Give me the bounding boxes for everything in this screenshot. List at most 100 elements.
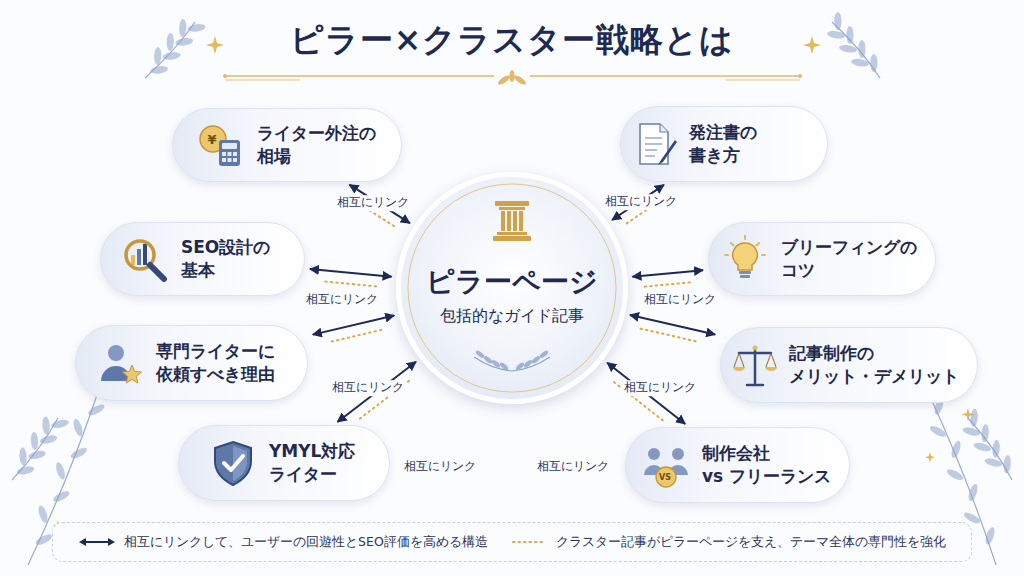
laurel	[474, 349, 550, 371]
leaf-stem	[145, 22, 195, 78]
vs-icon	[642, 441, 690, 489]
leaf	[187, 23, 206, 33]
text-wrap: 制作会社 vs フリーランス	[702, 442, 831, 488]
node-title: 発注書の 書き方	[689, 121, 757, 167]
leaf	[87, 402, 106, 417]
legend-text: 相互にリンクして、ユーザーの回遊性とSEO評価を高める構造	[124, 534, 488, 551]
text-wrap: ブリーフィングの コツ	[781, 236, 917, 282]
leaf	[984, 526, 997, 545]
leaf	[54, 461, 66, 480]
leaf	[42, 416, 50, 434]
shield-icon	[209, 439, 257, 487]
edge-label: 相互にリンク	[641, 292, 719, 308]
leaf	[150, 65, 169, 75]
leaf	[27, 449, 46, 460]
leaf	[846, 26, 853, 44]
icon-mark: VS	[659, 474, 671, 482]
person-icon	[96, 339, 144, 387]
leaf	[37, 504, 49, 523]
leaf	[16, 465, 35, 476]
leaf	[970, 409, 979, 428]
leaf	[39, 434, 58, 445]
cluster-box: ブリーフィングの コツ	[708, 222, 936, 296]
leaf-stem	[12, 418, 58, 480]
text-wrap: SEO設計の 基本	[181, 236, 270, 282]
leaf-stem	[968, 418, 1012, 480]
cluster-box: 記事制作の メリット・デメリット	[720, 327, 978, 403]
leaf	[72, 418, 84, 437]
leaf	[950, 440, 963, 459]
edge-label: 相互にリンク	[329, 380, 407, 396]
link-arrow	[313, 316, 394, 335]
leaf	[839, 44, 858, 54]
cluster-box: 専門ライターに 依頼すべき理由	[75, 325, 308, 401]
node-title: YMYL対応 ライター	[269, 440, 355, 486]
node-title: ライター外注の 相場	[257, 122, 376, 168]
coin-icon	[197, 121, 245, 169]
leaf	[851, 58, 870, 68]
edge-label: 相互にリンク	[334, 195, 412, 211]
leaf	[166, 33, 174, 51]
leaf	[154, 47, 162, 65]
bulb-icon	[721, 235, 769, 283]
leaf	[928, 424, 947, 439]
node-title: ピラーページ	[426, 264, 598, 300]
leaf	[973, 441, 992, 453]
node-title: 専門ライターに 依頼すべき理由	[156, 340, 275, 386]
leaf	[1003, 455, 1012, 474]
edge-label: 相互にリンク	[534, 459, 612, 475]
title-area: ピラー×クラスター戦略とは	[0, 18, 1024, 63]
text-wrap: 発注書の 書き方	[689, 121, 757, 167]
edge-label: 相互にリンク	[303, 292, 381, 308]
leaf	[50, 418, 69, 429]
leaf	[30, 432, 38, 450]
link-arrow	[310, 269, 392, 277]
seo-icon	[121, 235, 169, 283]
legend: 相互にリンクして、ユーザーの回遊性とSEO評価を高める構造 クラスター記事がピラー…	[52, 522, 972, 562]
legend-text: クラスター記事がピラーページを支え、テーマ全体の専門性を強化	[556, 534, 946, 551]
support-dotted-line	[332, 329, 385, 341]
edge-label: 相互にリンク	[602, 194, 680, 210]
edge-label: 相互にリンク	[401, 459, 479, 475]
text-wrap: ライター外注の 相場	[257, 122, 376, 168]
link-arrow	[630, 315, 715, 334]
scale-icon	[731, 341, 779, 389]
pillar-circle: ピラーページ包括的なガイド記事	[396, 172, 628, 404]
node-title: 制作会社 vs フリーランス	[702, 442, 831, 488]
support-dotted-line	[640, 329, 695, 342]
leaf	[962, 426, 981, 438]
node-title: ブリーフィングの コツ	[781, 236, 917, 282]
title-ornament	[223, 70, 802, 86]
legend-sample	[78, 536, 116, 548]
leaf	[870, 54, 877, 72]
node-subtitle: 包括的なガイド記事	[426, 304, 598, 328]
leaf-branches	[12, 12, 1012, 565]
cluster-box: ライター外注の 相場	[172, 108, 402, 182]
icon-mark: ¥	[207, 133, 216, 146]
cluster-box: YMYL対応 ライター	[178, 425, 390, 501]
gold-ring	[408, 184, 616, 392]
legend-item: クラスター記事がピラーページを支え、テーマ全体の専門性を強化	[510, 534, 946, 551]
legend-item: 相互にリンクして、ユーザーの回遊性とSEO評価を高める構造	[78, 534, 488, 551]
cluster-box: SEO設計の 基本	[100, 222, 305, 296]
text-wrap: YMYL対応 ライター	[269, 440, 355, 486]
text-wrap: ピラーページ包括的なガイド記事	[426, 264, 598, 328]
leaf	[34, 532, 53, 547]
cluster-box: 発注書の 書き方	[620, 106, 828, 182]
leaf	[19, 447, 27, 465]
leaf	[945, 467, 964, 482]
leaf	[162, 51, 181, 61]
node-title: SEO設計の 基本	[181, 236, 270, 282]
title: ピラー×クラスター戦略とは	[290, 18, 735, 63]
text-wrap: 専門ライターに 依頼すべき理由	[156, 340, 275, 386]
leaf	[827, 30, 846, 40]
node-title: 記事制作の メリット・デメリット	[789, 342, 959, 388]
leaf	[69, 446, 88, 461]
support-dotted-line	[325, 282, 378, 287]
leaf	[834, 12, 841, 30]
doc-icon	[631, 120, 679, 168]
leaf	[981, 424, 990, 443]
sparkles	[53, 36, 975, 530]
support-dotted-line	[644, 282, 690, 286]
